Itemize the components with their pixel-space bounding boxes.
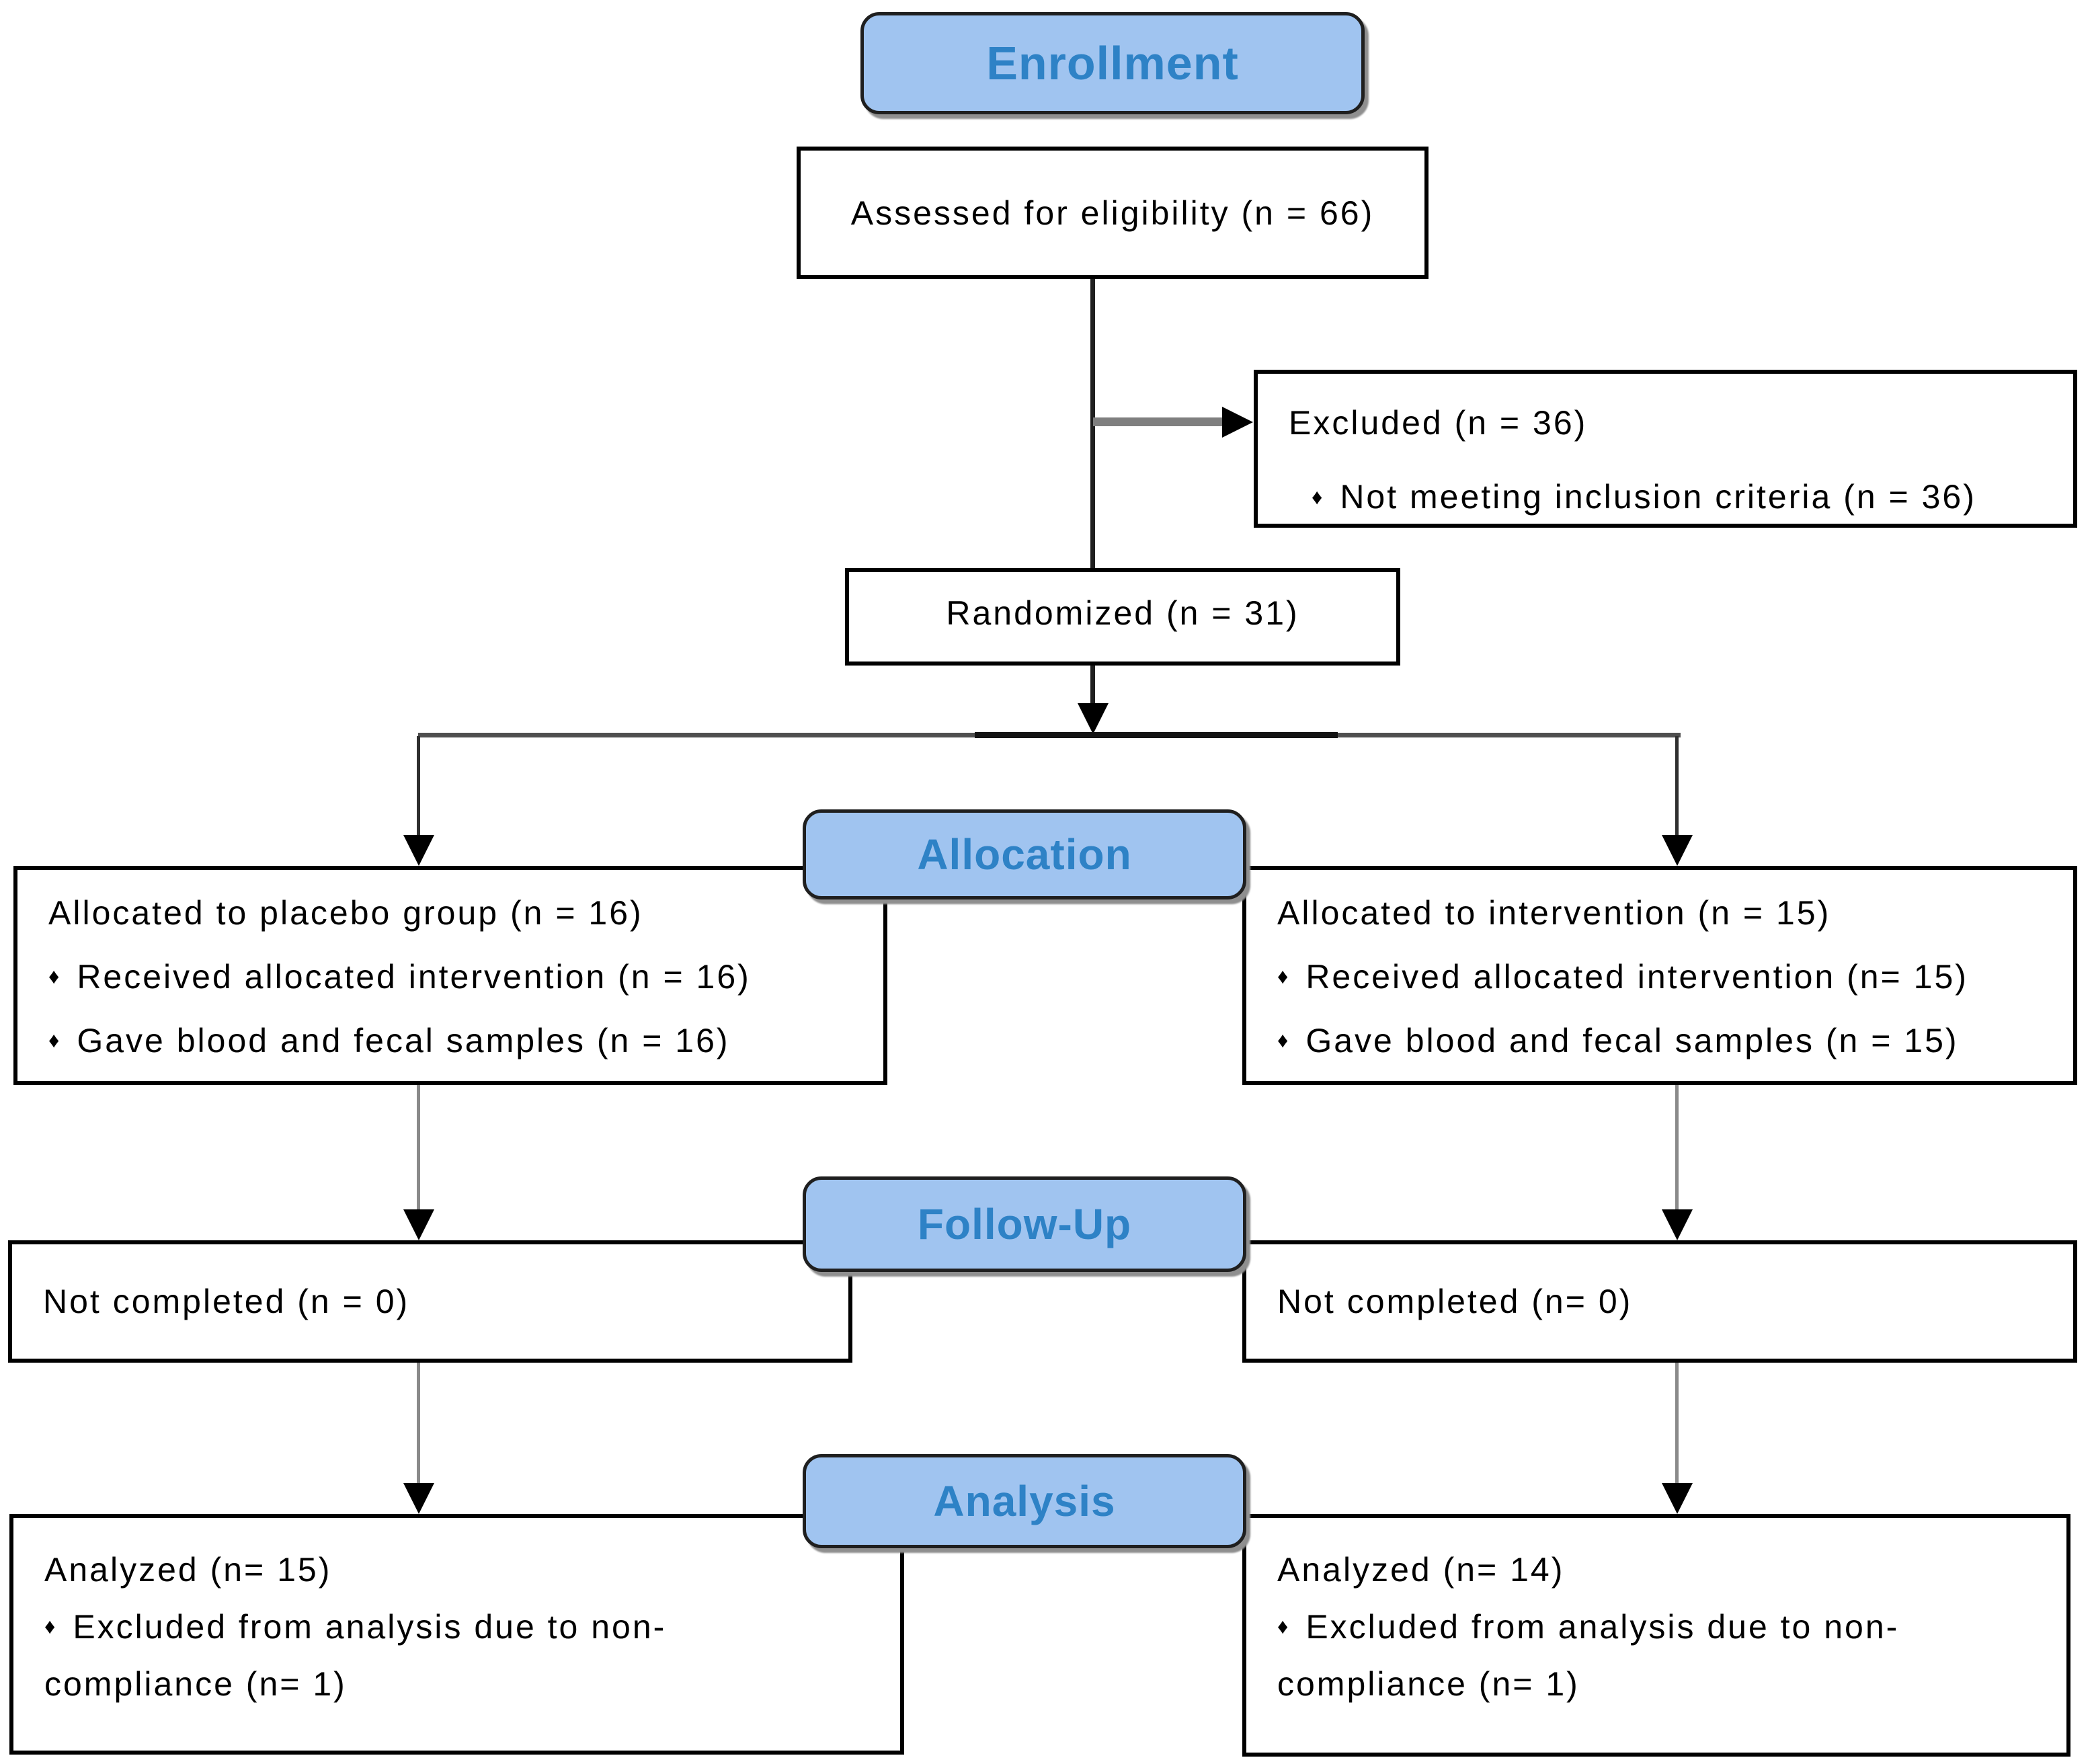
allocation-placebo-bullet2: Gave blood and fecal samples (n = 16) [77,1021,730,1059]
enrollment-phase-label: Enrollment [986,37,1239,89]
arrowhead-randomized-to-branch [1078,703,1109,734]
allocation-intervention-bullet1: Received allocated intervention (n= 15) [1305,957,1968,996]
excluded-box: Excluded (n = 36) ♦ Not meeting inclusio… [1254,370,2077,528]
excluded-title: Excluded (n = 36) [1289,404,1588,442]
analysis-intervention-box: Analyzed (n= 14) ♦ Excluded from analysi… [1242,1514,2070,1757]
connector-followup-to-analysis-right [1675,1363,1679,1485]
arrowhead-branch-to-intervention [1662,835,1693,866]
excluded-bullet-text: Not meeting inclusion criteria (n = 36) [1340,478,1976,516]
branch-line-dark-segment [975,732,1338,738]
randomized-text: Randomized (n = 31) [946,594,1299,632]
analysis-intervention-bullet1-row: ♦ Excluded from analysis due to non- [1277,1598,2053,1655]
allocation-placebo-title: Allocated to placebo group (n = 16) [48,893,643,932]
assessed-eligibility-text: Assessed for eligibility (n = 66) [850,194,1375,232]
connector-branch-to-placebo [417,736,420,838]
arrowhead-followup-to-analysis-right [1662,1483,1693,1514]
randomized-box: Randomized (n = 31) [845,568,1400,666]
connector-branch-to-intervention [1675,736,1679,838]
allocation-intervention-box: Allocated to intervention (n = 15) ♦ Rec… [1242,866,2077,1085]
analysis-intervention-title: Analyzed (n= 14) [1277,1550,1565,1589]
allocation-intervention-bullet1-row: ♦ Received allocated intervention (n= 15… [1277,945,2060,1008]
allocation-placebo-box: Allocated to placebo group (n = 16) ♦ Re… [13,866,887,1085]
allocation-phase-label: Allocation [917,830,1132,879]
followup-placebo-box: Not completed (n = 0) [8,1240,852,1363]
analysis-placebo-bullet1: Excluded from analysis due to non- [73,1607,667,1646]
connector-placebo-to-followup [417,1084,420,1212]
bullet-diamond-icon: ♦ [48,1028,60,1052]
excluded-bullet-row: ♦ Not meeting inclusion criteria (n = 36… [1312,460,2060,534]
allocation-placebo-bullet1-row: ♦ Received allocated intervention (n = 1… [48,945,870,1008]
followup-intervention-box: Not completed (n= 0) [1242,1240,2077,1363]
bullet-diamond-icon: ♦ [44,1614,56,1638]
arrowhead-intervention-to-followup [1662,1209,1693,1240]
bullet-diamond-icon: ♦ [1277,1614,1289,1638]
arrowhead-branch-to-placebo [403,835,434,866]
allocation-placebo-bullet1: Received allocated intervention (n = 16) [77,957,751,996]
connector-assessed-to-randomized [1090,279,1095,569]
analysis-intervention-bullet1: Excluded from analysis due to non- [1305,1607,1900,1646]
analysis-placebo-continuation: compliance (n= 1) [44,1665,347,1703]
allocation-intervention-title: Allocated to intervention (n = 15) [1277,893,1831,932]
analysis-placebo-box: Analyzed (n= 15) ♦ Excluded from analysi… [9,1514,904,1755]
arrowhead-to-excluded [1222,407,1253,438]
analysis-placebo-title: Analyzed (n= 15) [44,1550,332,1589]
allocation-placebo-bullet2-row: ♦ Gave blood and fecal samples (n = 16) [48,1008,870,1072]
arrowhead-placebo-to-followup [403,1209,434,1240]
allocation-intervention-bullet2-row: ♦ Gave blood and fecal samples (n = 15) [1277,1008,2060,1072]
bullet-diamond-icon: ♦ [1277,1028,1289,1052]
followup-intervention-text: Not completed (n= 0) [1277,1283,1633,1320]
connector-randomized-to-branch [1090,666,1095,707]
arrowhead-followup-to-analysis-left [403,1483,434,1514]
enrollment-phase-header: Enrollment [860,12,1365,114]
analysis-phase-label: Analysis [933,1477,1116,1525]
allocation-phase-header: Allocation [803,809,1246,899]
analysis-phase-header: Analysis [803,1454,1246,1548]
followup-phase-header: Follow-Up [803,1176,1246,1272]
followup-phase-label: Follow-Up [917,1200,1132,1248]
analysis-placebo-bullet1-row: ♦ Excluded from analysis due to non- [44,1598,887,1655]
allocation-intervention-bullet2: Gave blood and fecal samples (n = 15) [1305,1021,1959,1059]
connector-intervention-to-followup [1675,1084,1679,1212]
followup-placebo-text: Not completed (n = 0) [43,1283,410,1320]
bullet-diamond-icon: ♦ [48,964,60,988]
analysis-intervention-continuation: compliance (n= 1) [1277,1665,1580,1703]
connector-to-excluded-shaft [1093,417,1226,426]
bullet-diamond-icon: ♦ [1312,484,1323,509]
connector-followup-to-analysis-left [417,1363,420,1485]
bullet-diamond-icon: ♦ [1277,964,1289,988]
assessed-eligibility-box: Assessed for eligibility (n = 66) [797,147,1429,279]
